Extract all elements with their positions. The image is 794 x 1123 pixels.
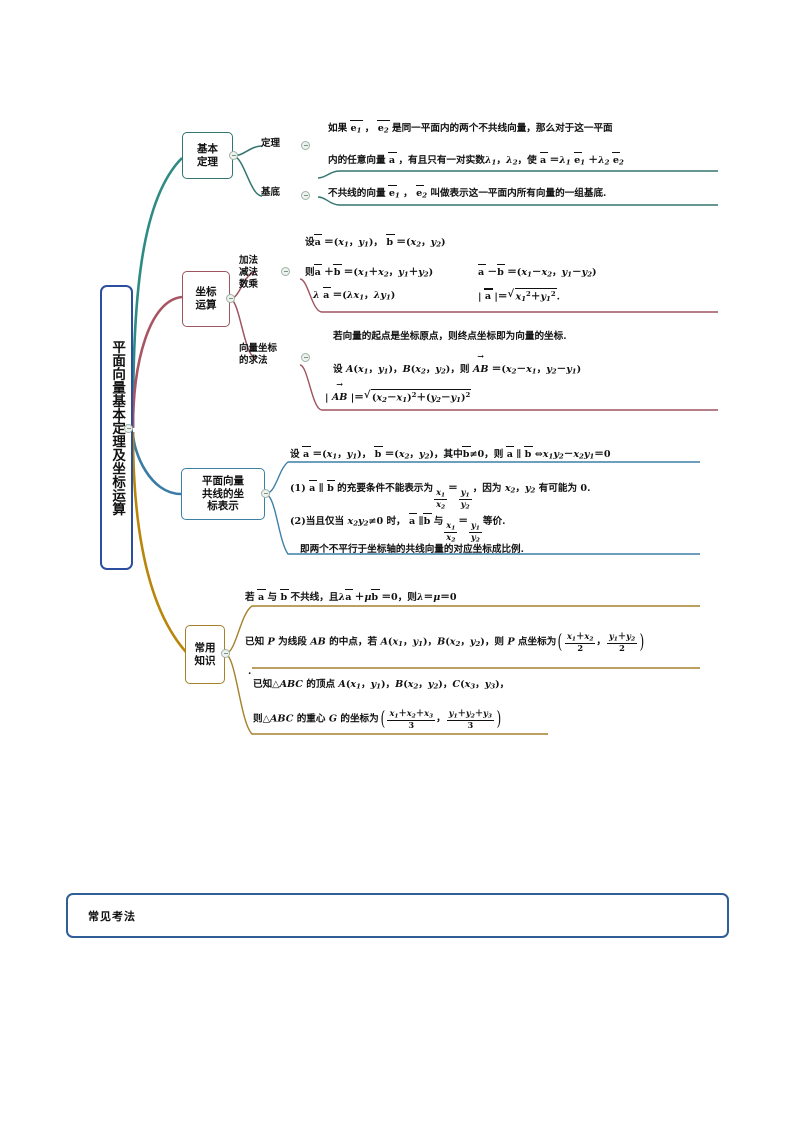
- content-know-line3: 已知△ABC 的顶点 A(x1，y1)，B(x2，y2)，C(x3，y3)，: [253, 679, 510, 691]
- content-find-line1: 若向量的起点是坐标原点，则终点坐标即为向量的坐标.: [333, 331, 567, 342]
- branch-node-basic-theorem[interactable]: 基本定理: [182, 132, 233, 179]
- collapse-toggle-center[interactable]: [124, 424, 133, 433]
- branch-node-common-knowledge[interactable]: 常用知识: [185, 625, 225, 684]
- bottom-section-box[interactable]: 常见考法: [66, 893, 729, 938]
- collapse-toggle-coordinate-operations[interactable]: [226, 294, 235, 303]
- collapse-toggle-add-sub-scalar[interactable]: [281, 267, 290, 276]
- content-find-line3: | AB |＝(x2－x1)2＋(y2－y1)2: [325, 381, 472, 406]
- content-ops-line3-left: λ a ＝(λx1，λy1): [313, 287, 395, 304]
- collapse-toggle-basic-theorem[interactable]: [229, 151, 238, 160]
- content-theorem-line1: 如果 e1 ， e2 是同一平面内的两个不共线向量，那么对于这一平面: [328, 120, 613, 137]
- content-para-line4: 即两个不平行于坐标轴的共线向量的对应坐标成比例.: [300, 544, 524, 555]
- branch-node-parallel-coordinates[interactable]: 平面向量共线的坐标表示: [181, 468, 265, 520]
- branch-node-coordinate-operations[interactable]: 坐标运算: [182, 271, 230, 327]
- content-theorem-line2: 内的任意向量 a ，有且只有一对实数λ1，λ2，使 a ＝λ1 e1 ＋λ2 e…: [328, 152, 624, 169]
- content-ops-line2-left: 则a ＋b ＝(x1＋x2，y1＋y2): [305, 264, 433, 281]
- bottom-section-label: 常见考法: [88, 909, 136, 923]
- collapse-toggle-parallel-coordinates[interactable]: [261, 489, 270, 498]
- sublabel-theorem: 定理: [261, 138, 281, 149]
- collapse-toggle-theorem[interactable]: [301, 141, 310, 150]
- content-ops-line2-right: a －b ＝(x1－x2，y1－y2): [477, 264, 597, 281]
- content-know-line2-dot: .: [248, 666, 252, 677]
- content-find-line2: 设 A(x1，y1)，B(x2，y2)，则 AB ＝(x2－x1，y2－y1): [333, 352, 581, 378]
- sublabel-find-coordinates: 向量坐标的求法: [239, 343, 278, 366]
- sublabel-basis: 基底: [261, 187, 281, 198]
- content-ops-line3-right: | a |＝x12＋y12.: [478, 287, 560, 305]
- collapse-toggle-find-coordinates[interactable]: [301, 353, 310, 362]
- branch-label-parallel-coordinates: 平面向量共线的坐标表示: [202, 474, 244, 513]
- content-know-line1: 若 a 与 b 不共线，且λa ＋μb ＝0，则λ＝μ＝0: [245, 589, 457, 606]
- central-topic-label: 平面向量基本定理及坐标运算: [109, 339, 126, 516]
- sublabel-add-sub-scalar: 加法减法数乘: [239, 255, 259, 290]
- branch-label-coordinate-operations: 坐标运算: [195, 286, 217, 311]
- branch-label-common-knowledge: 常用知识: [194, 641, 216, 667]
- content-basis-line1: 不共线的向量 e1 ， e2 叫做表示这一平面内所有向量的一组基底.: [328, 185, 606, 202]
- content-know-line2: 已知 P 为线段 AB 的中点，若 A(x1，y1)，B(x2，y2)，则 P …: [245, 630, 645, 653]
- collapse-toggle-common-knowledge[interactable]: [221, 649, 230, 658]
- content-para-line1: 设 a ＝(x1，y1)， b ＝(x2，y2)，其中b≠0，则 a ∥ b ⇔…: [290, 446, 611, 463]
- collapse-toggle-basis[interactable]: [301, 191, 310, 200]
- branch-label-basic-theorem: 基本定理: [197, 142, 218, 168]
- content-ops-line1: 设a ＝(x1，y1)， b ＝(x2，y2): [305, 234, 446, 251]
